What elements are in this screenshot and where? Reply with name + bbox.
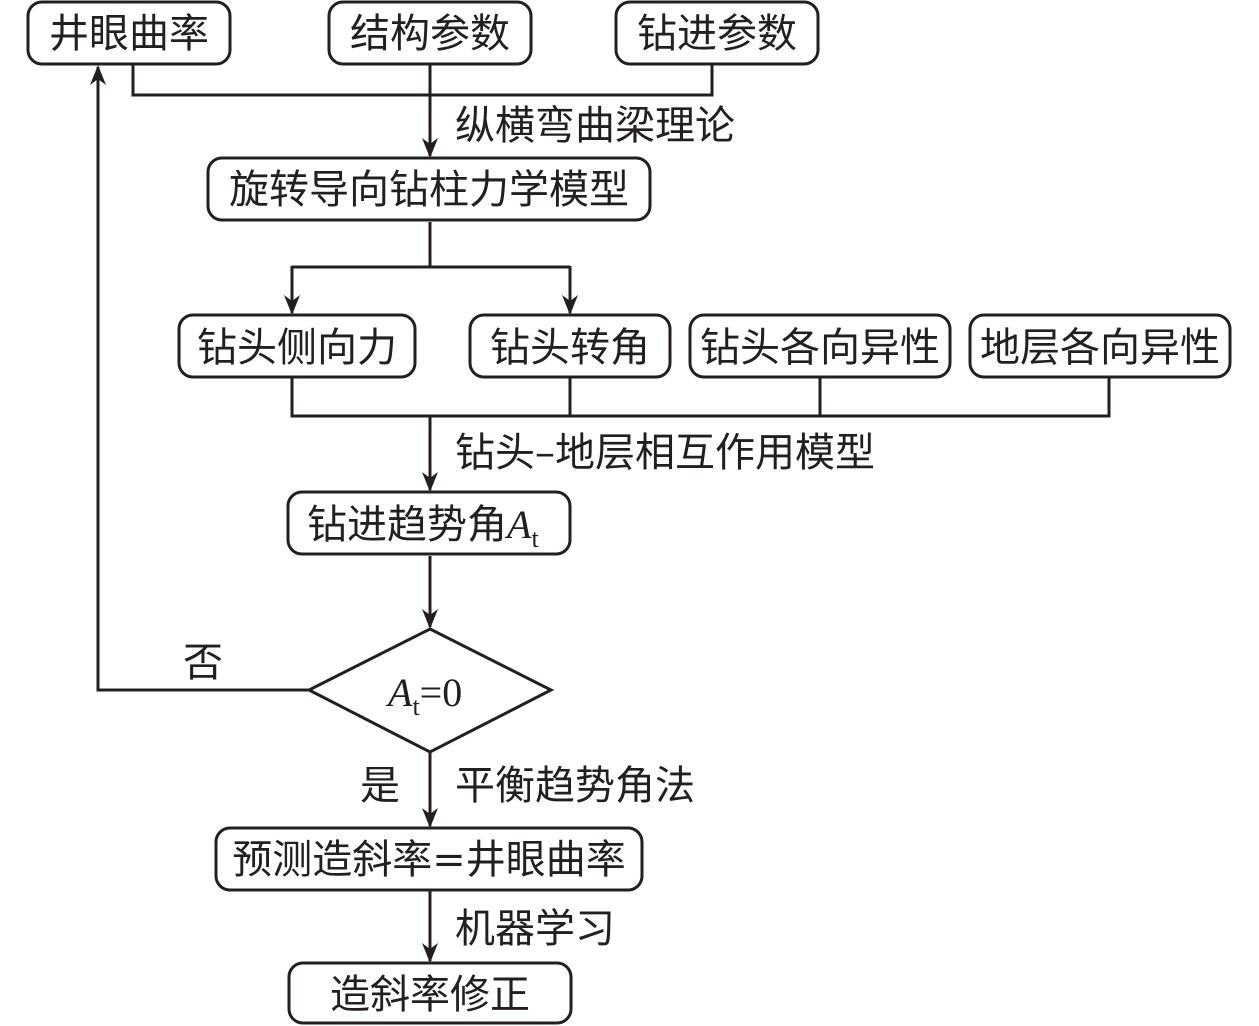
node-label: 地层各向异性 (980, 325, 1220, 371)
node-structure-params: 结构参数 (327, 0, 533, 66)
node-rss-mechanics-model: 旋转导向钻柱力学模型 (206, 156, 652, 222)
node-label: 造斜率修正 (330, 972, 530, 1018)
node-label: 钻头各向异性 (700, 325, 940, 371)
node-box (468, 313, 672, 379)
decision-label: At=0 (385, 670, 462, 721)
node-label: 结构参数 (350, 11, 510, 57)
edge-label-equilibrium: 平衡趋势角法 (455, 763, 695, 809)
node-box (614, 0, 820, 66)
node-box (26, 0, 232, 66)
edge-label-bit-rock-model: 钻头–地层相互作用模型 (455, 430, 875, 476)
node-wellbore-curvature: 井眼曲率 (26, 0, 232, 66)
trend-angle-text: 钻进趋势角 (307, 502, 507, 548)
node-label: 钻进参数 (637, 11, 797, 57)
node-box (287, 961, 573, 1025)
node-box (286, 490, 572, 556)
decision-node: At=0 (305, 627, 555, 754)
top-merge-line (131, 64, 714, 97)
node-box (214, 826, 644, 892)
node-box (206, 156, 652, 222)
edge-label-beam-theory: 纵横弯曲梁理论 (455, 103, 735, 149)
node-formation-anisotropy: 地层各向异性 (968, 313, 1232, 379)
node-box (688, 313, 952, 379)
node-label: 旋转导向钻柱力学模型 (229, 167, 629, 213)
loop-back-arrow (90, 65, 308, 692)
connectors (90, 64, 1111, 963)
node-predicted-rate: 预测造斜率=井眼曲率 (214, 826, 644, 892)
branch-label-yes: 是 (360, 763, 400, 809)
node-bit-anisotropy: 钻头各向异性 (688, 313, 952, 379)
edge-label-machine-learning: 机器学习 (455, 906, 615, 952)
node-box (327, 0, 533, 66)
node-bit-tilt-angle: 钻头转角 (468, 313, 672, 379)
node-drilling-params: 钻进参数 (614, 0, 820, 66)
node-label: 井眼曲率 (49, 11, 209, 57)
node-label: 钻进趋势角At (307, 502, 539, 553)
node-trend-angle: 钻进趋势角At (286, 490, 572, 556)
node-box (968, 313, 1232, 379)
node-rate-correction: 造斜率修正 (287, 961, 573, 1025)
node-label: 钻头转角 (490, 325, 650, 371)
middle-merge-line (290, 377, 1111, 418)
node-bit-side-force: 钻头侧向力 (177, 313, 417, 379)
decision-condition: =0 (420, 670, 463, 715)
node-label: 预测造斜率=井眼曲率 (232, 837, 626, 883)
trend-angle-symbol: A (504, 502, 532, 547)
decision-symbol: A (385, 670, 413, 715)
node-label: 钻头侧向力 (197, 325, 397, 371)
decision-diamond (305, 627, 555, 754)
branch-label-no: 否 (183, 640, 223, 686)
decision-subscript: t (412, 692, 420, 721)
node-box (177, 313, 417, 379)
trend-angle-subscript: t (531, 524, 539, 553)
